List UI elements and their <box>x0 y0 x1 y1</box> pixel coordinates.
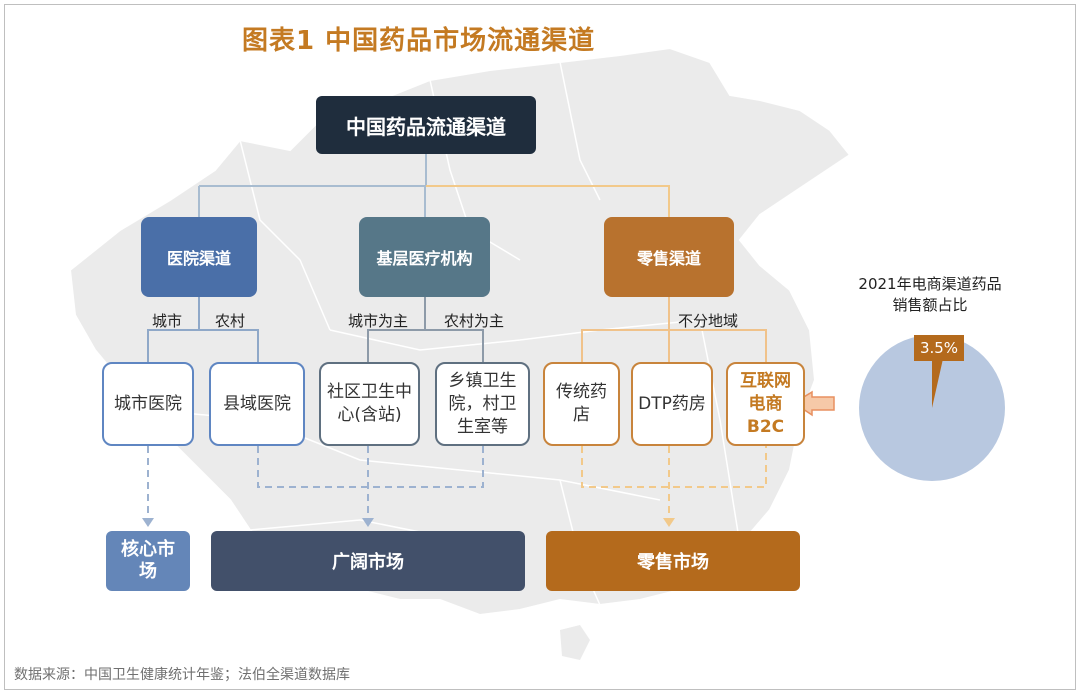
node-traditional-pharmacy: 传统药 店 <box>543 362 620 446</box>
node-county-hospital-text: 县域医院 <box>223 393 291 414</box>
market-retail: 零售市场 <box>546 531 800 591</box>
pie-value-label: 3.5% <box>914 335 964 361</box>
source-note: 数据来源：中国卫生健康统计年鉴；法伯全渠道数据库 <box>14 667 350 683</box>
node-b2c-line2: 电商 <box>748 393 783 414</box>
node-city-hospital-text: 城市医院 <box>114 393 182 414</box>
pie-title-line1: 2021年电商渠道药品 <box>858 275 1002 293</box>
node-dtp-pharmacy: DTP药房 <box>631 362 713 446</box>
node-b2c-line3: B2C <box>746 416 785 437</box>
node-trad-pharmacy-line1: 传统药 <box>556 382 607 402</box>
market-core: 核心市 场 <box>106 531 190 591</box>
node-county-hospital: 县域医院 <box>209 362 305 446</box>
node-community-line2: 心(含站) <box>337 405 402 425</box>
market-core-line1: 核心市 <box>121 539 175 560</box>
label-city-main: 城市为主 <box>348 312 409 330</box>
category-retail: 零售渠道 <box>604 217 734 297</box>
node-community-line1: 社区卫生中 <box>327 382 412 402</box>
node-township-clinic: 乡镇卫生 院，村卫 生室等 <box>435 362 530 446</box>
node-trad-pharmacy-line2: 店 <box>573 405 590 425</box>
node-township-line2: 院，村卫 <box>448 393 517 414</box>
node-township-line3: 生室等 <box>457 416 508 437</box>
node-city-hospital: 城市医院 <box>102 362 194 446</box>
pie-title: 2021年电商渠道药品 销售额占比 <box>850 274 1010 316</box>
market-core-line2: 场 <box>139 561 157 582</box>
category-primary-care: 基层医疗机构 <box>359 217 490 297</box>
label-rural-main: 农村为主 <box>444 312 505 330</box>
pie-title-line2: 销售额占比 <box>892 296 968 314</box>
market-broad: 广阔市场 <box>211 531 525 591</box>
label-city: 城市 <box>152 312 183 330</box>
node-b2c-line1: 互联网 <box>740 370 791 391</box>
node-township-line1: 乡镇卫生 <box>448 370 517 391</box>
node-community-health-center: 社区卫生中 心(含站) <box>319 362 420 446</box>
node-dtp-text: DTP药房 <box>638 393 706 414</box>
figure-title: 图表1 中国药品市场流通渠道 <box>242 26 596 56</box>
category-hospital: 医院渠道 <box>141 217 257 297</box>
label-all-regions: 不分地域 <box>678 312 739 330</box>
label-rural: 农村 <box>215 312 246 330</box>
root-node: 中国药品流通渠道 <box>316 96 536 154</box>
node-internet-b2c: 互联网 电商 B2C <box>726 362 805 446</box>
